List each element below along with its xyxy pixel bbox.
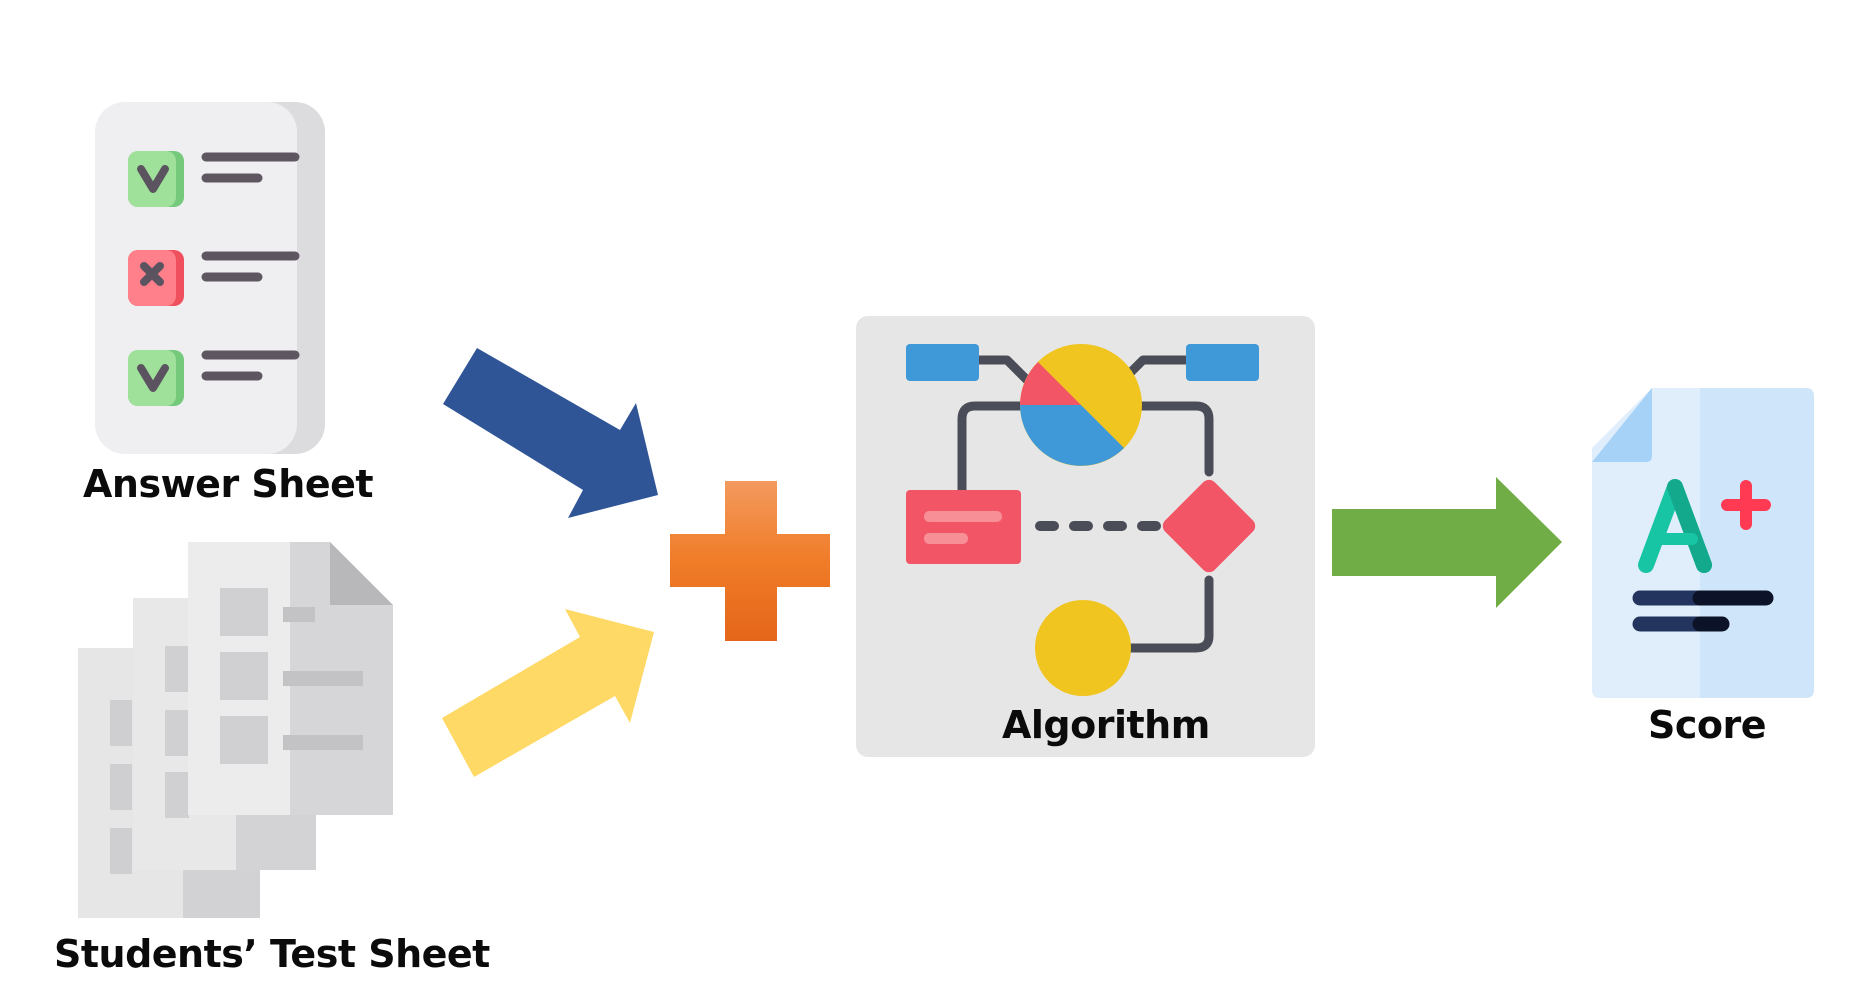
check-box-icon xyxy=(128,350,184,406)
stacked-documents-icon xyxy=(78,542,393,918)
grade-a-plus-icon xyxy=(1638,479,1771,573)
pie-chart-icon xyxy=(1020,344,1142,466)
graded-paper-icon xyxy=(1592,388,1814,698)
algorithm-label: Algorithm xyxy=(1002,703,1210,747)
students-sheet-arrow xyxy=(442,609,654,777)
answer-sheet-arrow xyxy=(443,348,658,518)
cross-box-icon xyxy=(128,250,184,306)
result-arrow xyxy=(1332,477,1562,608)
flowchart-icon xyxy=(906,344,1259,696)
score-label: Score xyxy=(1648,703,1767,747)
check-box-icon xyxy=(128,151,184,207)
answer-sheet-label: Answer Sheet xyxy=(83,462,374,506)
plus-icon xyxy=(670,481,830,641)
students-test-sheet-label: Students’ Test Sheet xyxy=(54,932,490,976)
checklist-icon xyxy=(95,102,325,454)
